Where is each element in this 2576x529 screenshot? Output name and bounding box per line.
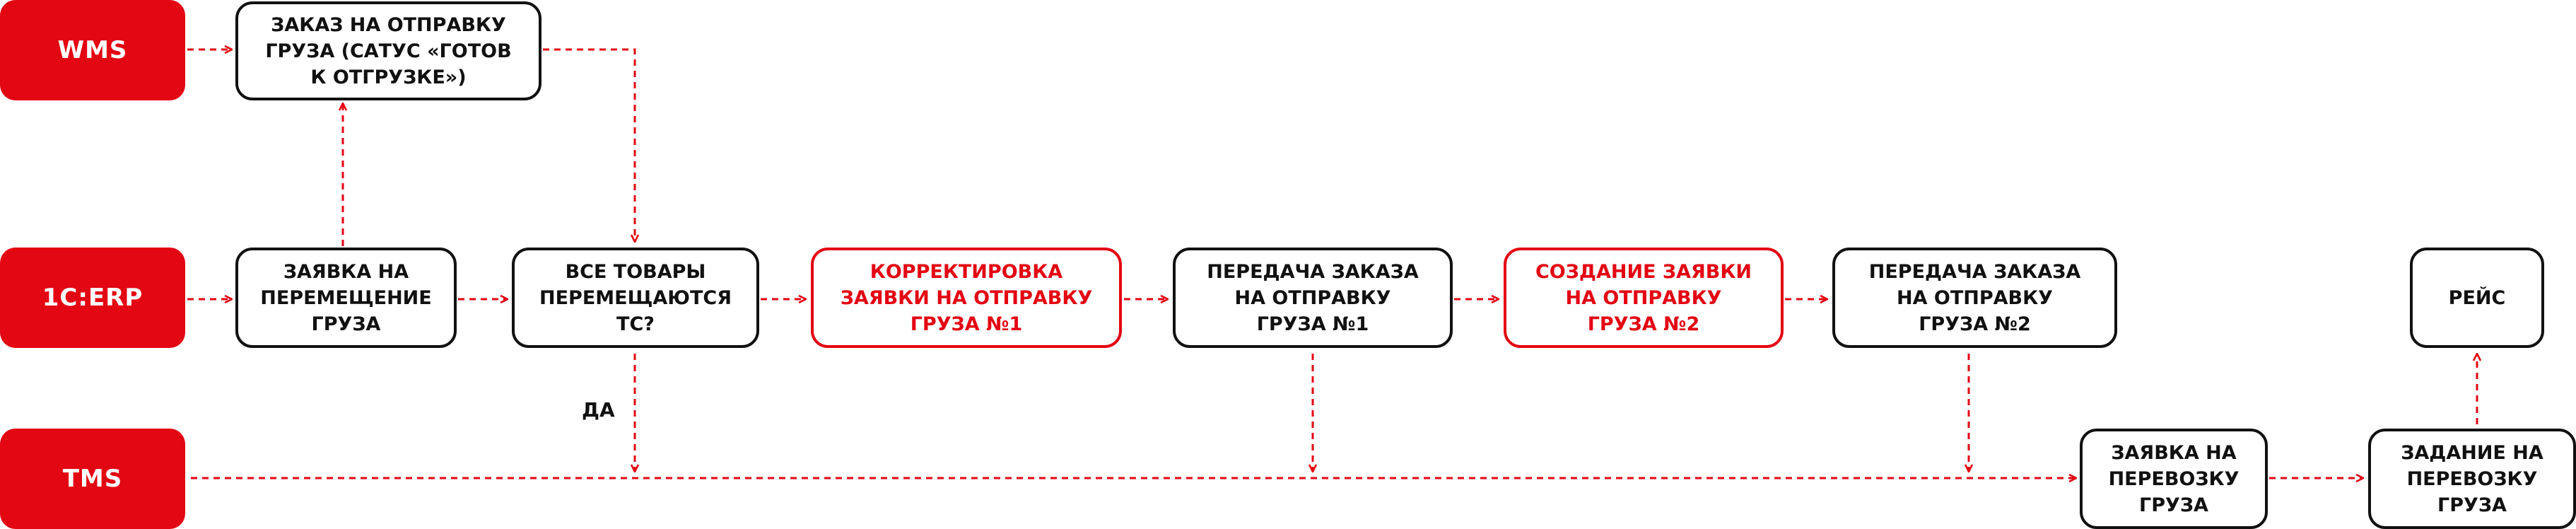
node-transport-request: ЗАЯВКА НА ПЕРЕВОЗКУ ГРУЗА — [2080, 429, 2268, 529]
lane-tms: TMS — [0, 429, 185, 529]
node-transfer-order-2: ПЕРЕДАЧА ЗАКАЗА НА ОТПРАВКУ ГРУЗА №2 — [1832, 248, 2117, 348]
node-transfer-order-1: ПЕРЕДАЧА ЗАКАЗА НА ОТПРАВКУ ГРУЗА №1 — [1173, 248, 1453, 348]
node-all-goods-decision: ВСЕ ТОВАРЫ ПЕРЕМЕЩАЮТСЯ ТС? — [512, 248, 759, 348]
lane-erp: 1С:ERP — [0, 248, 185, 348]
node-transfer-request: ЗАЯВКА НА ПЕРЕМЕЩЕНИЕ ГРУЗА — [235, 248, 457, 348]
arrow-shipping-order-to-decision — [543, 48, 635, 242]
node-create-request-2: СОЗДАНИЕ ЗАЯВКИ НА ОТПРАВКУ ГРУЗА №2 — [1504, 248, 1784, 348]
edge-label-yes: ДА — [582, 398, 615, 422]
node-trip: РЕЙС — [2410, 248, 2544, 348]
lane-wms: WMS — [0, 0, 185, 100]
node-transport-task: ЗАДАНИЕ НА ПЕРЕВОЗКУ ГРУЗА — [2368, 429, 2576, 529]
node-correction-request-1: КОРРЕКТИРОВКА ЗАЯВКИ НА ОТПРАВКУ ГРУЗА №… — [811, 248, 1122, 348]
node-shipping-order: ЗАКАЗ НА ОТПРАВКУ ГРУЗА (САТУС «ГОТОВ К … — [235, 1, 541, 100]
